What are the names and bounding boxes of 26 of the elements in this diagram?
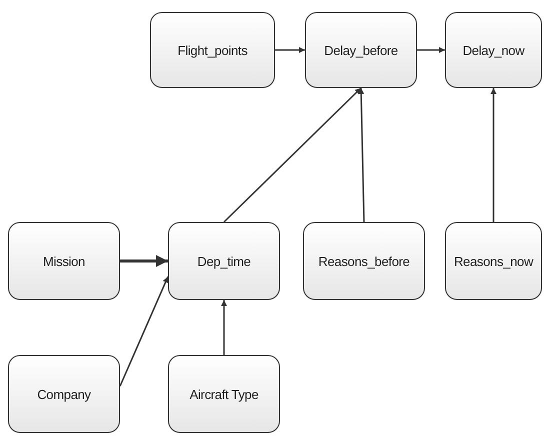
process-box: [8, 222, 120, 300]
node-label: Reasons_before: [318, 254, 410, 268]
process-box: [445, 12, 542, 88]
node-label: Delay_before: [324, 42, 398, 58]
process-box: [305, 12, 417, 88]
arrow: [358, 88, 365, 222]
process-box: [8, 355, 120, 433]
arrow: [221, 300, 227, 355]
arrow: [119, 276, 169, 386]
arrow: [490, 88, 496, 222]
node-label: Reasons_now: [454, 254, 534, 268]
node-label: Company: [37, 386, 91, 402]
arrow: [275, 47, 305, 53]
arrow: [223, 87, 362, 223]
process-box: [303, 222, 425, 300]
arrow: [417, 47, 445, 53]
process-box: [168, 222, 280, 300]
node-label: Mission: [43, 254, 85, 268]
process-box: [150, 12, 275, 88]
arrow: [120, 255, 168, 267]
process-box: [445, 222, 542, 300]
node-label: Delay_now: [462, 42, 524, 58]
node-label: Aircraft Type: [190, 386, 258, 402]
node-label: Dep_time: [197, 254, 251, 268]
node-label: Flight_points: [178, 42, 248, 58]
process-box: [168, 355, 280, 433]
